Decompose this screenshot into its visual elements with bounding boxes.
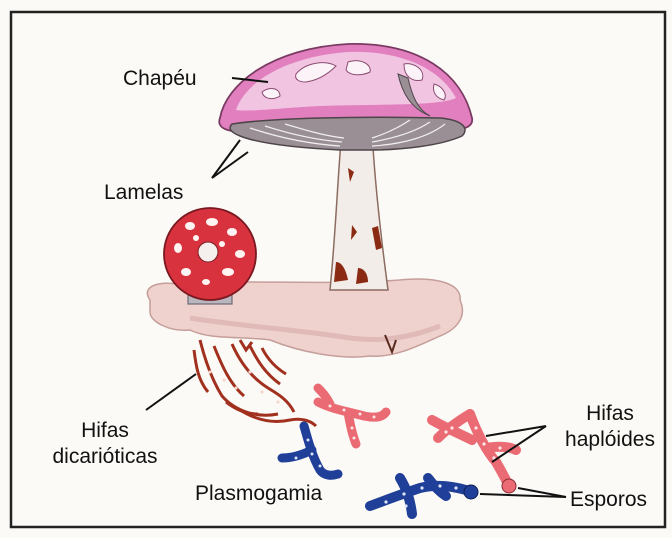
label-spores: Esporos (570, 488, 647, 511)
small-mushroom-hole (198, 242, 218, 262)
label-cap: Chapéu (123, 67, 197, 90)
label-gills: Lamelas (104, 181, 183, 204)
spore-blue (464, 485, 478, 499)
label-haploid-line1: Hifas (586, 402, 634, 425)
label-plasmogamy: Plasmogamia (195, 482, 323, 505)
label-haploid-line2: haplóides (565, 428, 655, 451)
label-dikaryotic-line2: dicarióticas (52, 445, 157, 468)
label-dikaryotic-line1: Hifas (81, 419, 129, 442)
spore-pink (502, 479, 516, 493)
